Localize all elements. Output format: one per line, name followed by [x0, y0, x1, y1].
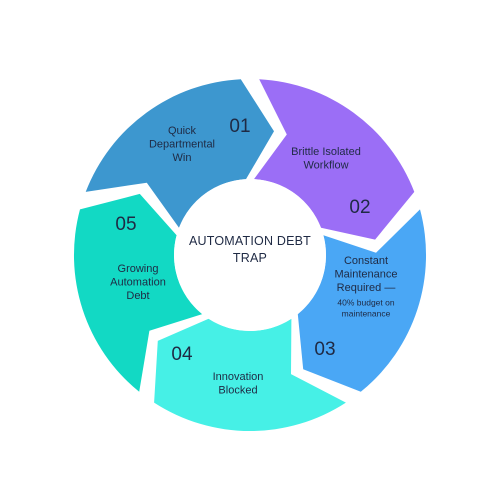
step-1-label-line-1: Quick	[168, 125, 197, 137]
step-4-label-line-1: Innovation	[213, 371, 264, 383]
step-4-label-line-2: Blocked	[218, 385, 257, 397]
step-3-note-line-2: maintenance	[342, 309, 391, 319]
step-3-label-line-3: Required —	[337, 282, 396, 294]
step-4-number: 04	[171, 344, 193, 365]
step-3-label-line-2: Maintenance	[335, 269, 398, 281]
cycle-segment-1	[85, 79, 274, 228]
step-5-label-line-2: Automation	[110, 277, 166, 289]
step-3-label-line-1: Constant	[344, 255, 388, 267]
cycle-segment-5	[73, 193, 203, 392]
cycle-segment-3	[297, 209, 427, 392]
step-1-label-line-3: Win	[173, 152, 192, 164]
cycle-segments	[73, 79, 427, 432]
step-3-number: 03	[314, 339, 335, 360]
step-5-label-line-1: Growing	[118, 263, 159, 275]
cycle-segment-2	[254, 79, 415, 240]
step-3-note-line-1: 40% budget on	[337, 298, 394, 308]
cycle-segment-4	[154, 318, 346, 432]
step-2-label-line-2: Workflow	[303, 160, 348, 172]
center-circle	[174, 179, 326, 331]
step-1-label-line-2: Departmental	[149, 139, 215, 151]
step-1-number: 01	[229, 116, 250, 137]
step-2-label-line-1: Brittle Isolated	[291, 146, 361, 158]
center-title-line1: AUTOMATION DEBT	[189, 234, 311, 248]
step-5-label-line-3: Debt	[126, 290, 149, 302]
center-title-line2: TRAP	[233, 251, 267, 265]
step-2-number: 02	[349, 197, 370, 218]
step-5-number: 05	[115, 214, 136, 235]
